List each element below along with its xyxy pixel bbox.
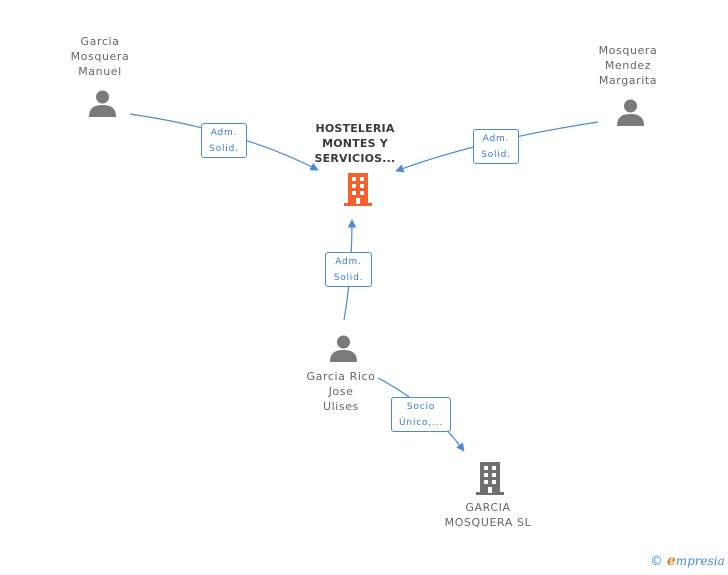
person-icon[interactable]: [616, 98, 645, 127]
edge-badge-adm-solid[interactable]: Adm. Solid.: [473, 129, 519, 164]
edge-badge-adm-solid[interactable]: Adm. Solid.: [325, 252, 372, 287]
person-label-mosquera-mendez-margarita[interactable]: Mosquera Mendez Margarita: [598, 44, 658, 87]
company-label-garcia-mosquera-sl[interactable]: GARCIA MOSQUERA SL: [444, 501, 532, 529]
person-label-garcia-mosquera-manuel[interactable]: Garcia Mosquera Manuel: [70, 35, 130, 78]
edge-badge-socio-unico[interactable]: Socio Único,...: [391, 397, 451, 432]
building-icon[interactable]: [342, 171, 374, 207]
building-icon[interactable]: [474, 460, 506, 496]
edge-badge-adm-solid[interactable]: Adm. Solid.: [201, 123, 247, 158]
person-icon[interactable]: [329, 334, 358, 363]
person-icon[interactable]: [88, 89, 117, 118]
copyright-symbol: ©: [650, 554, 663, 569]
company-label-hosteleria[interactable]: HOSTELERIA MONTES Y SERVICIOS...: [314, 122, 396, 165]
person-label-garcia-rico-jose-ulises[interactable]: Garcia Rico Jose Ulises: [306, 370, 376, 413]
empresia-logo[interactable]: © empresia: [650, 553, 725, 569]
